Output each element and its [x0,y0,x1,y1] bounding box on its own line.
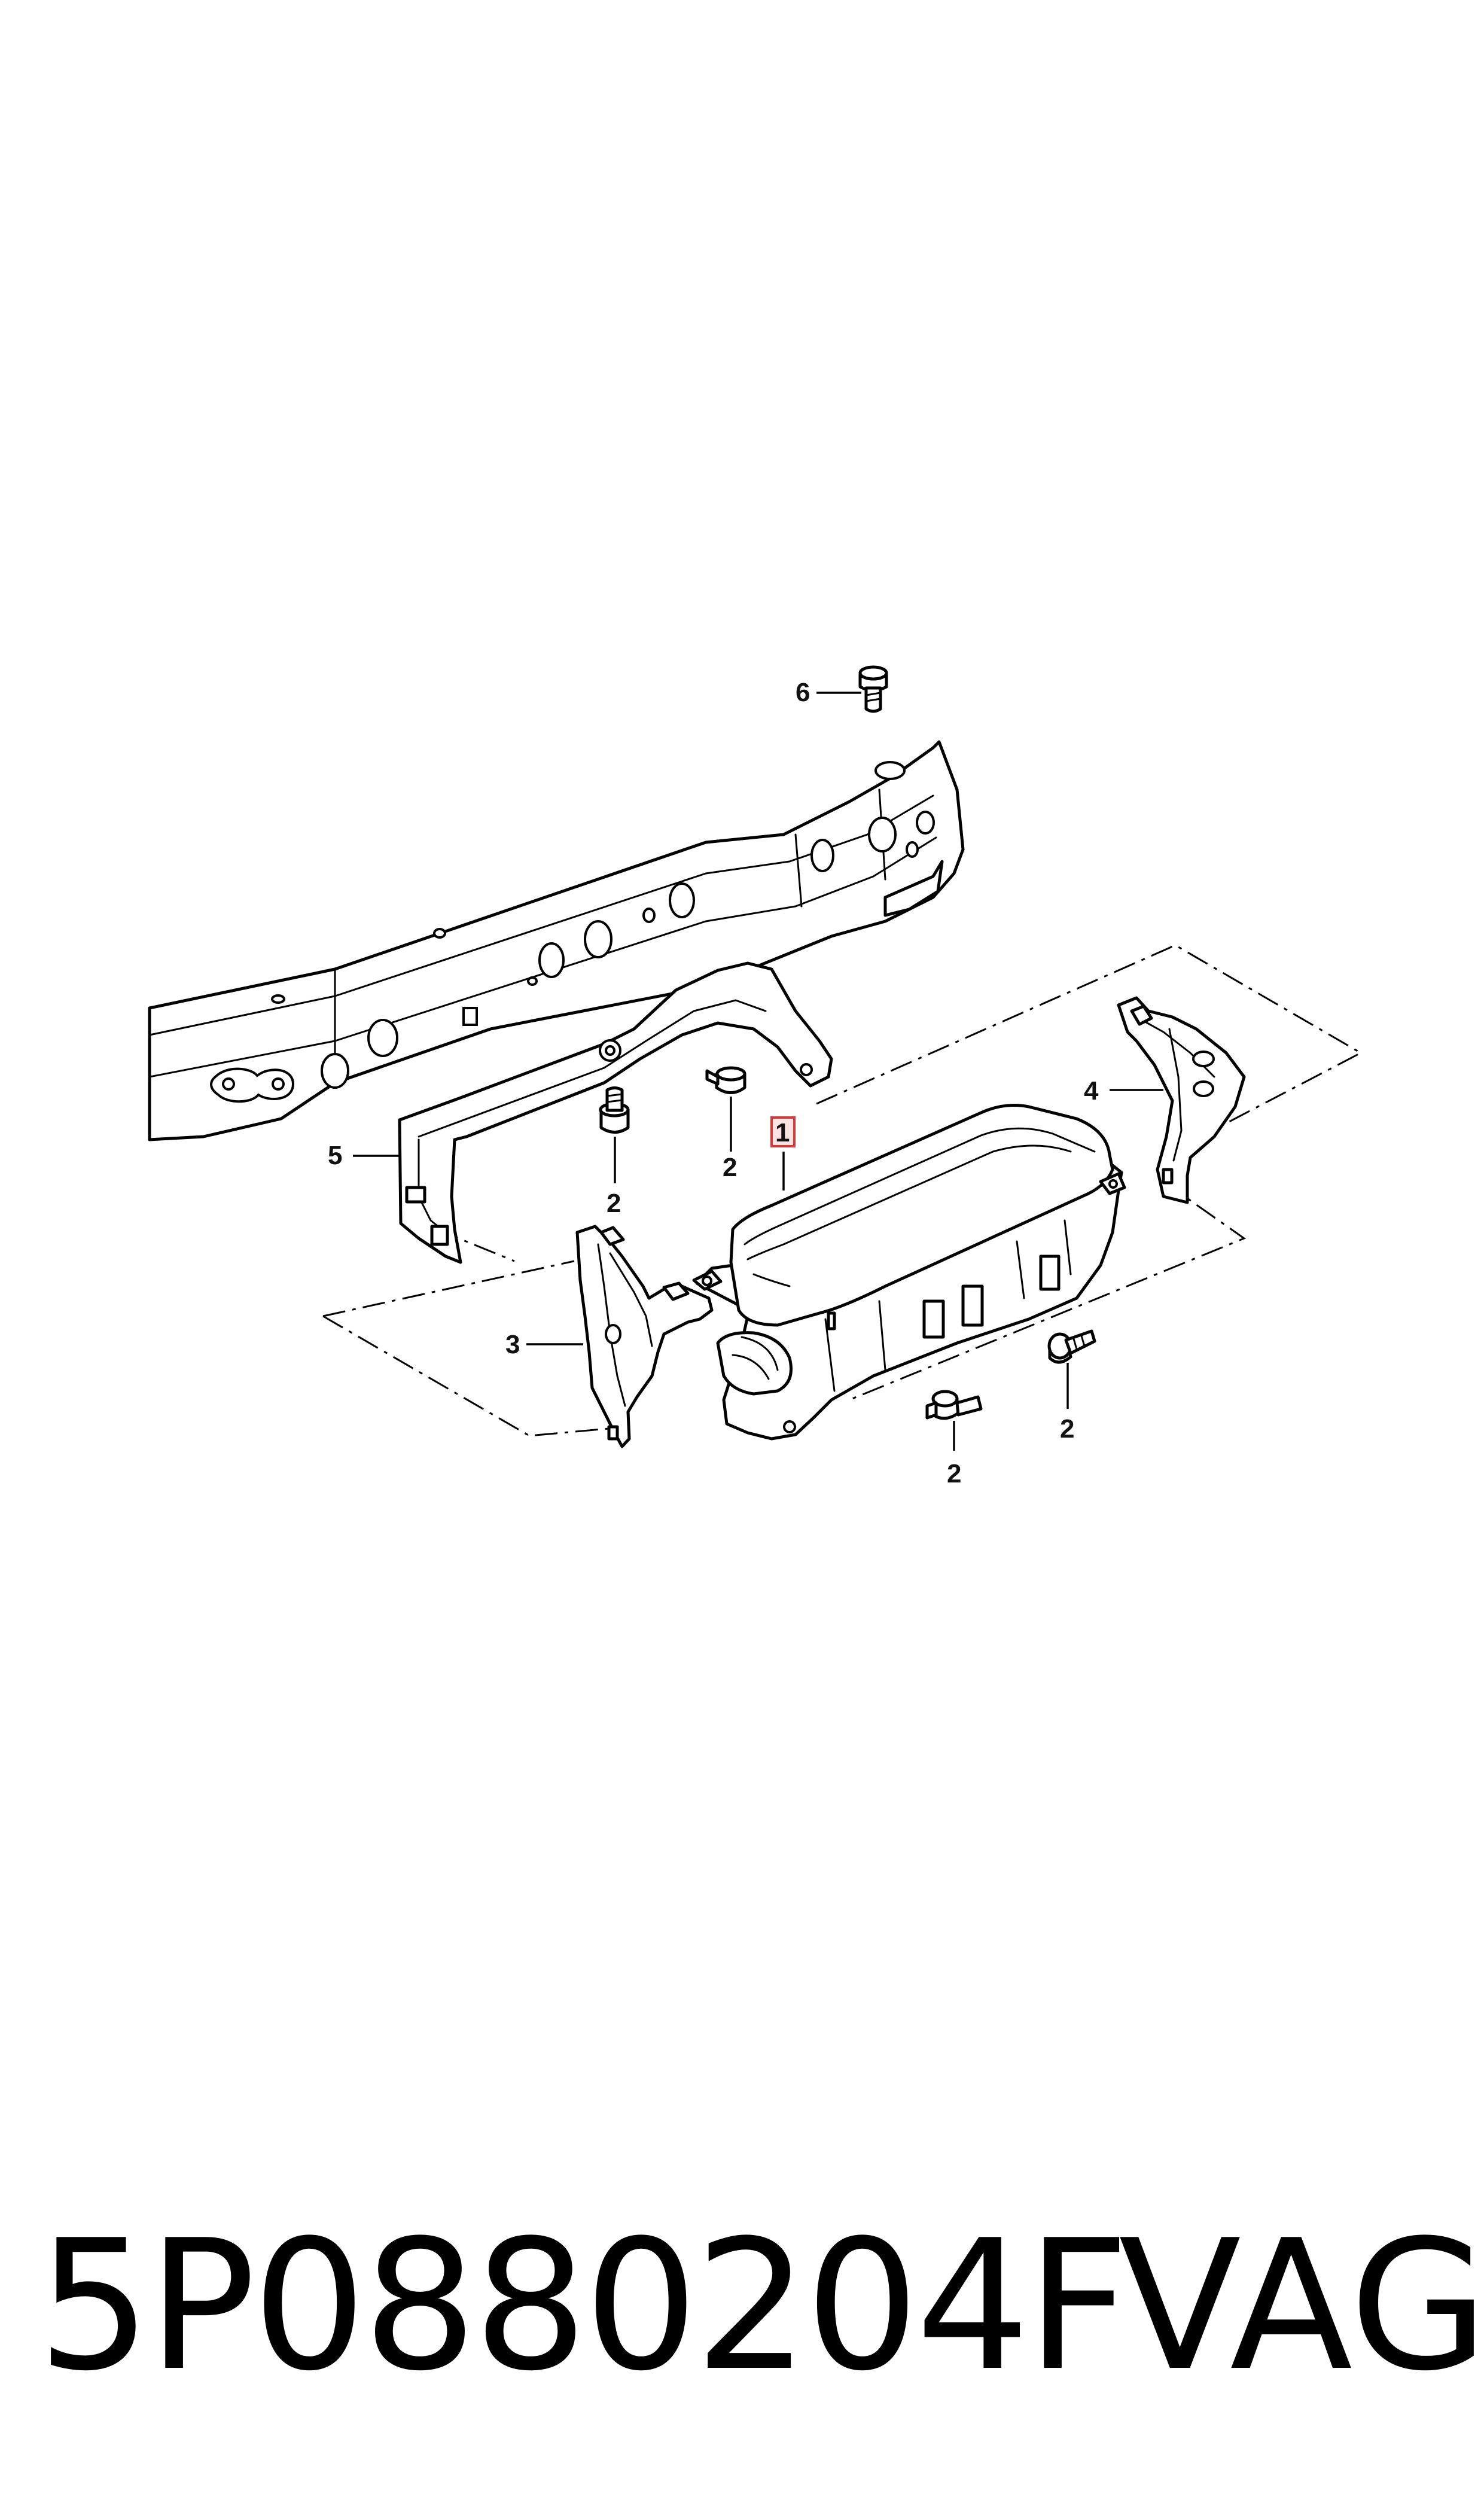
callout-3: 3 [505,1330,520,1359]
bracket-5 [353,961,833,1264]
airbag-unit [692,1104,1126,1441]
footer: 5P0880204F VAG [0,2216,1484,2396]
bolt-6 [816,665,888,713]
callout-labels: 6 5 4 3 1 2 2 2 2 [328,678,1099,1488]
bolt-2-right [1047,1329,1096,1409]
bolt-2-upper-left [599,1086,630,1183]
callout-2-b: 2 [723,1153,737,1182]
cross-member-beam [148,740,965,1141]
callout-6: 6 [796,678,810,707]
callout-2-a: 2 [607,1189,621,1218]
bracket-4 [1110,996,1246,1204]
callout-2-d: 2 [947,1459,961,1488]
callout-1-highlight [770,1116,796,1147]
bracket-3 [526,1225,714,1448]
callout-2-c: 2 [1060,1414,1074,1444]
brand-name: VAG [1119,2202,1484,2410]
part-number: 5P0880204F [37,2202,1129,2410]
bolt-2-lower [925,1390,983,1451]
bolt-2-upper-middle [705,1066,746,1152]
callout-4: 4 [1084,1076,1099,1106]
callout-1: 1 [775,1118,790,1147]
callout-5: 5 [328,1141,342,1170]
